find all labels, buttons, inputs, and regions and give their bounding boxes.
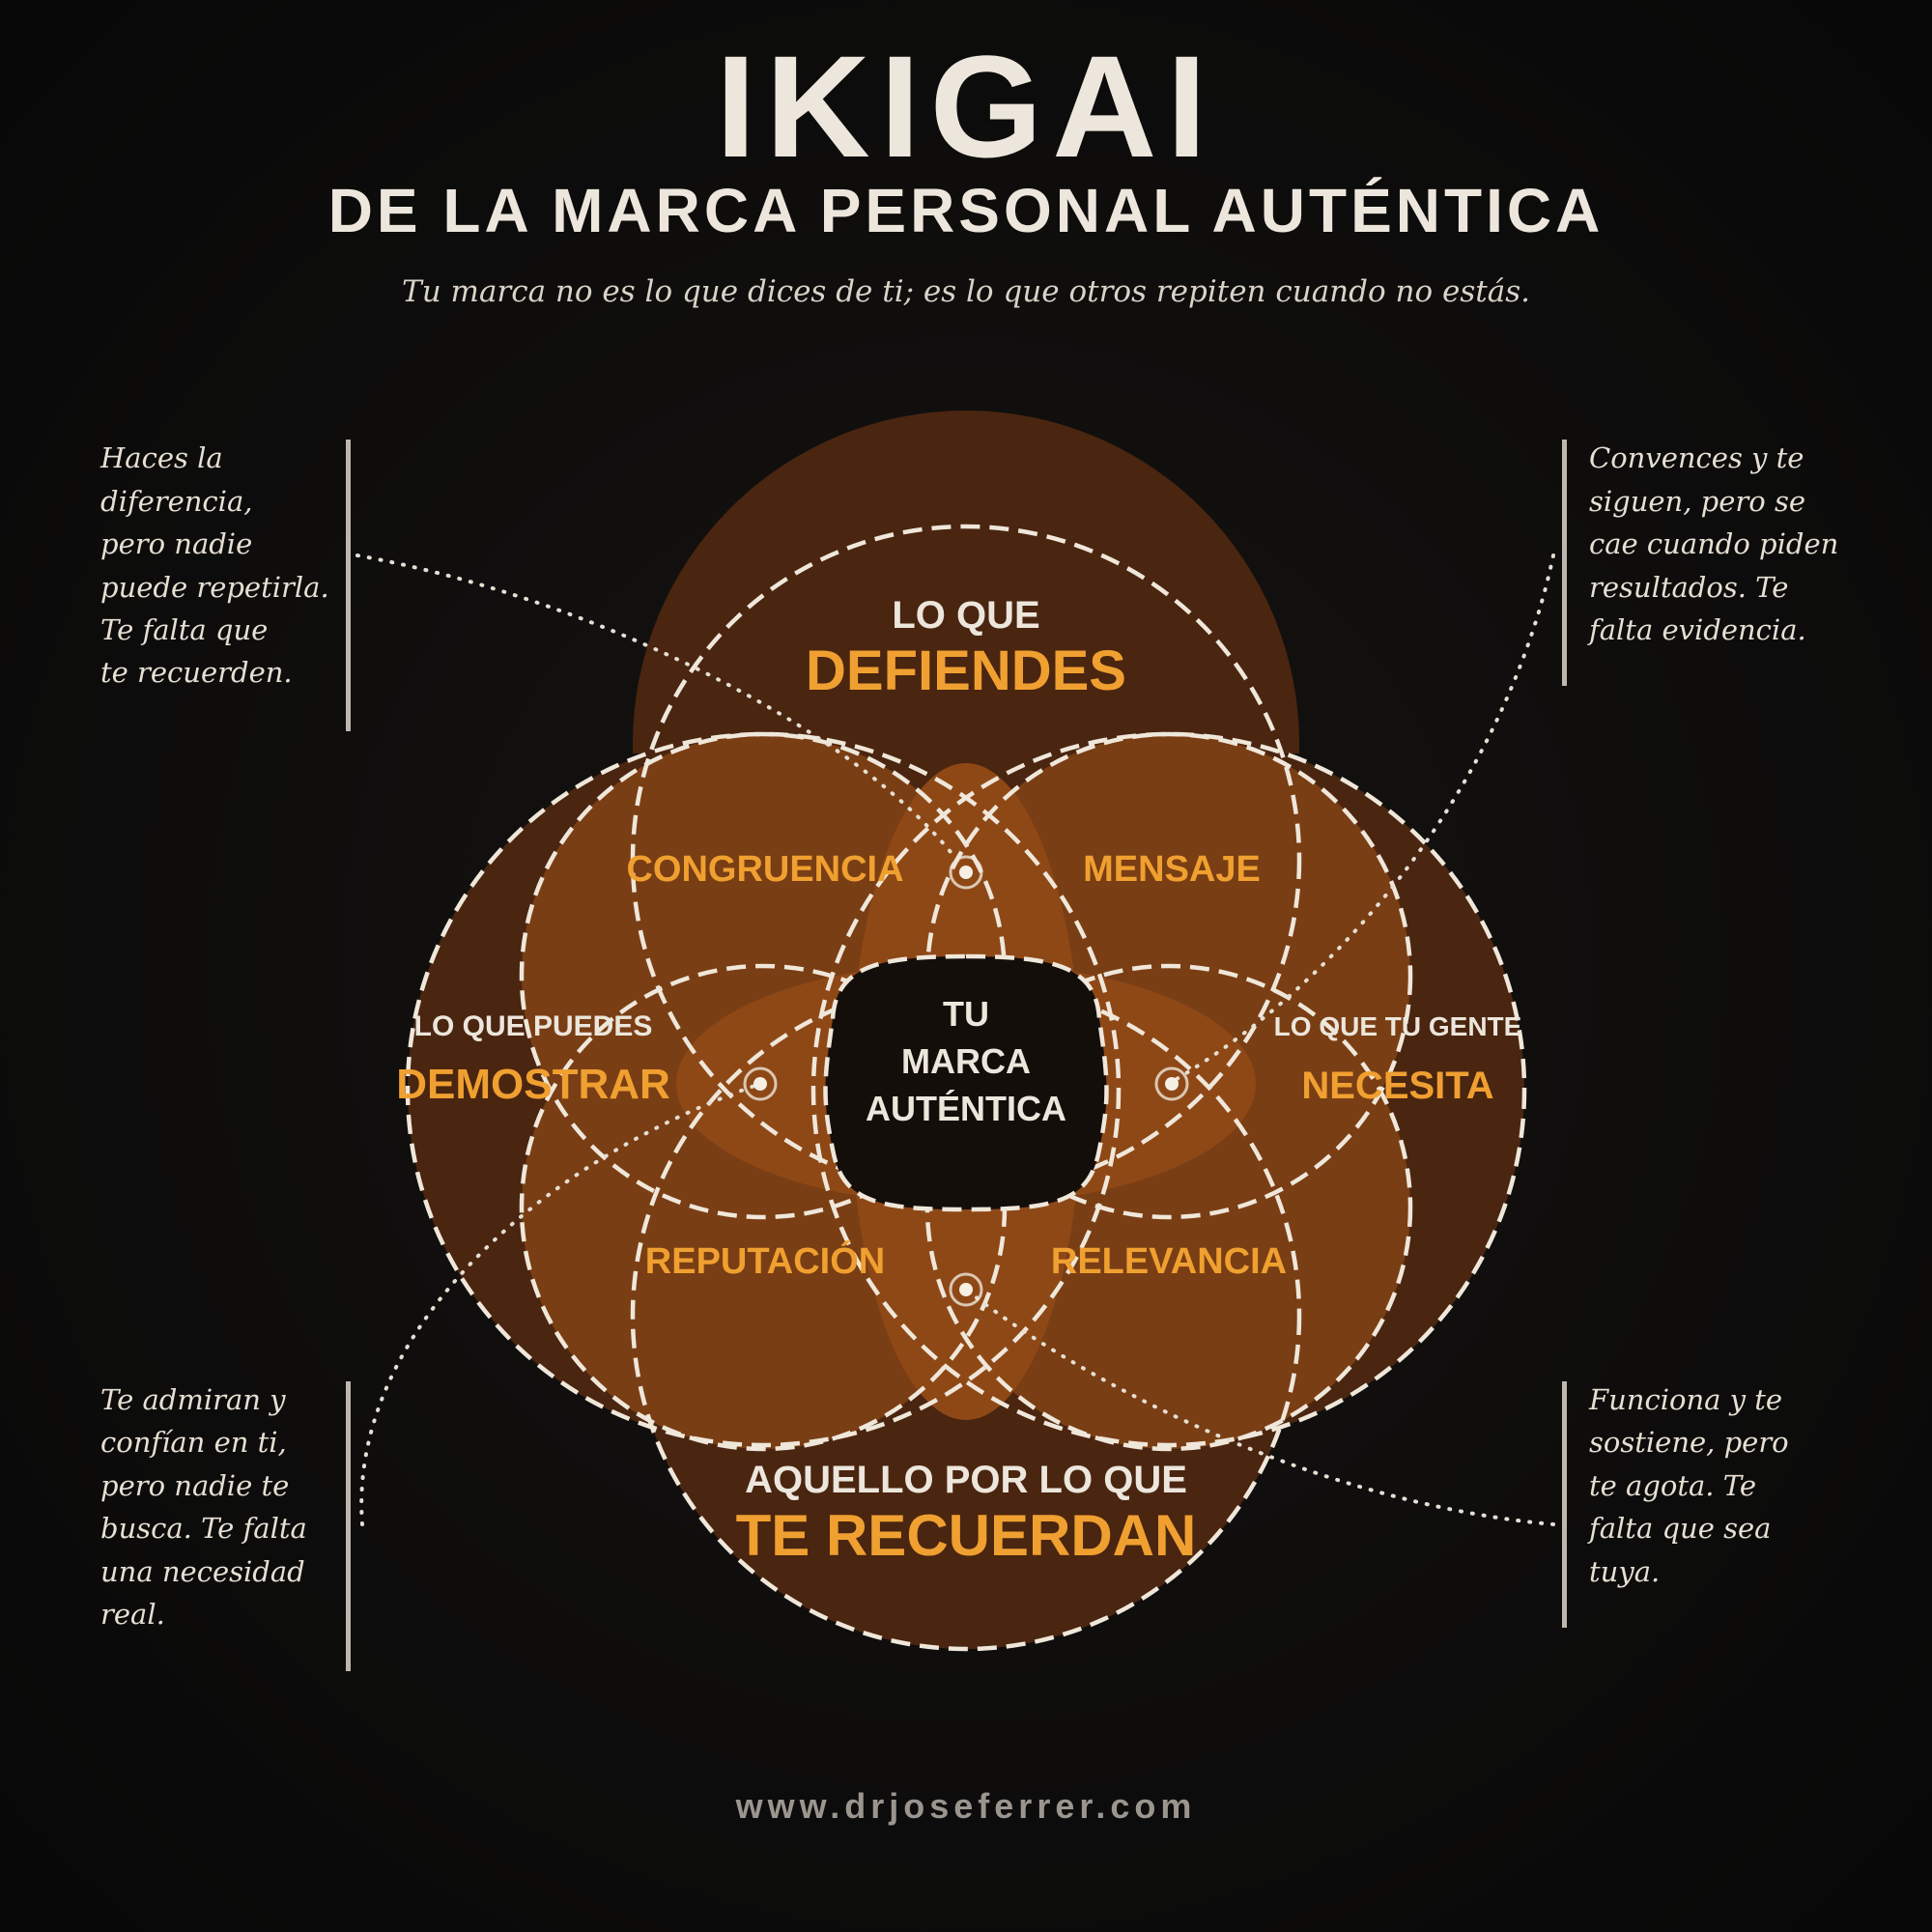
center-label-line2: MARCA [901, 1041, 1031, 1081]
note-line: diferencia, [100, 485, 252, 518]
label-bottom-line1: AQUELLO POR LO QUE [745, 1459, 1187, 1501]
venn-inner [522, 734, 1410, 1449]
note-bottom-left: Te admiran y confían en ti, pero nadie t… [100, 1383, 307, 1631]
note-line: falta evidencia. [1587, 613, 1806, 646]
note-line: una necesidad [100, 1555, 305, 1588]
note-bar-bottom-left [346, 1381, 351, 1671]
footer-website[interactable]: www.drjoseferrer.com [735, 1786, 1197, 1826]
label-left-line1: LO QUE PUEDES [414, 1010, 653, 1042]
outline-right [810, 731, 1527, 1448]
note-line: puede repetirla. [100, 571, 329, 604]
outline-left [405, 731, 1122, 1448]
center-shape [823, 953, 1109, 1212]
note-line: pero nadie [100, 527, 252, 560]
note-line: Funciona y te [1588, 1383, 1782, 1416]
label-top-line1: LO QUE [892, 594, 1039, 637]
circle-labels: LO QUE DEFIENDES LO QUE PUEDES DEMOSTRAR… [396, 594, 1521, 1568]
note-line: sostiene, pero [1589, 1426, 1789, 1459]
label-congruencia: CONGRUENCIA [626, 849, 903, 890]
label-relevancia: RELEVANCIA [1051, 1241, 1287, 1282]
connector-bottom-left [359, 1082, 762, 1526]
note-line: siguen, pero se [1589, 485, 1805, 518]
note-bottom-right: Funciona y te sostiene, pero te agota. T… [1587, 1383, 1789, 1588]
note-line: Haces la [99, 441, 223, 474]
label-reputacion: REPUTACIÓN [645, 1239, 885, 1282]
label-top-line2: DEFIENDES [806, 639, 1126, 702]
label-right-line1: LO QUE TU GENTE [1274, 1011, 1522, 1041]
label-bottom-line2: TE RECUERDAN [736, 1503, 1197, 1568]
note-line: te agota. Te [1589, 1469, 1756, 1502]
marker-right [1154, 1066, 1189, 1101]
connector-bottom-right [964, 1288, 1555, 1526]
connector-top-right [1170, 554, 1555, 1084]
marker-top [949, 855, 983, 890]
note-line: Convences y te [1589, 441, 1804, 474]
note-line: pero nadie te [100, 1469, 289, 1502]
note-line: Te admiran y [100, 1383, 286, 1416]
note-top-left: Haces la diferencia, pero nadie puede re… [99, 441, 329, 689]
note-line: te recuerden. [100, 656, 293, 689]
note-bar-top-right [1562, 440, 1567, 686]
label-right-line2: NECESITA [1301, 1065, 1493, 1107]
center-label: TU MARCA AUTÉNTICA [866, 994, 1066, 1128]
label-mensaje: MENSAJE [1083, 849, 1261, 890]
note-line: resultados. Te [1589, 571, 1788, 604]
note-line: falta que sea [1587, 1512, 1771, 1545]
note-line: real. [100, 1598, 165, 1631]
note-line: cae cuando piden [1589, 527, 1838, 560]
venn-outlines [405, 524, 1527, 1652]
page-subtitle: DE LA MARCA PERSONAL AUTÉNTICA [328, 176, 1605, 245]
tagline: Tu marca no es lo que dices de ti; es lo… [402, 274, 1530, 309]
marker-left [743, 1066, 778, 1101]
center-label-line1: TU [943, 994, 989, 1034]
note-line: Te falta que [100, 613, 268, 646]
intersection-labels: CONGRUENCIA MENSAJE REPUTACIÓN RELEVANCI… [626, 849, 1287, 1282]
page-title: IKIGAI [716, 25, 1216, 187]
connectors [355, 554, 1555, 1526]
note-bar-bottom-right [1562, 1381, 1567, 1628]
note-line: confían en ti, [100, 1426, 287, 1459]
note-line: busca. Te falta [100, 1512, 307, 1545]
marker-bottom [949, 1272, 983, 1307]
markers [743, 855, 1189, 1307]
label-left-line2: DEMOSTRAR [396, 1061, 670, 1108]
note-line: tuya. [1589, 1555, 1660, 1588]
note-top-right: Convences y te siguen, pero se cae cuand… [1587, 441, 1838, 646]
center-label-line3: AUTÉNTICA [866, 1089, 1066, 1128]
note-bar-top-left [346, 440, 351, 731]
